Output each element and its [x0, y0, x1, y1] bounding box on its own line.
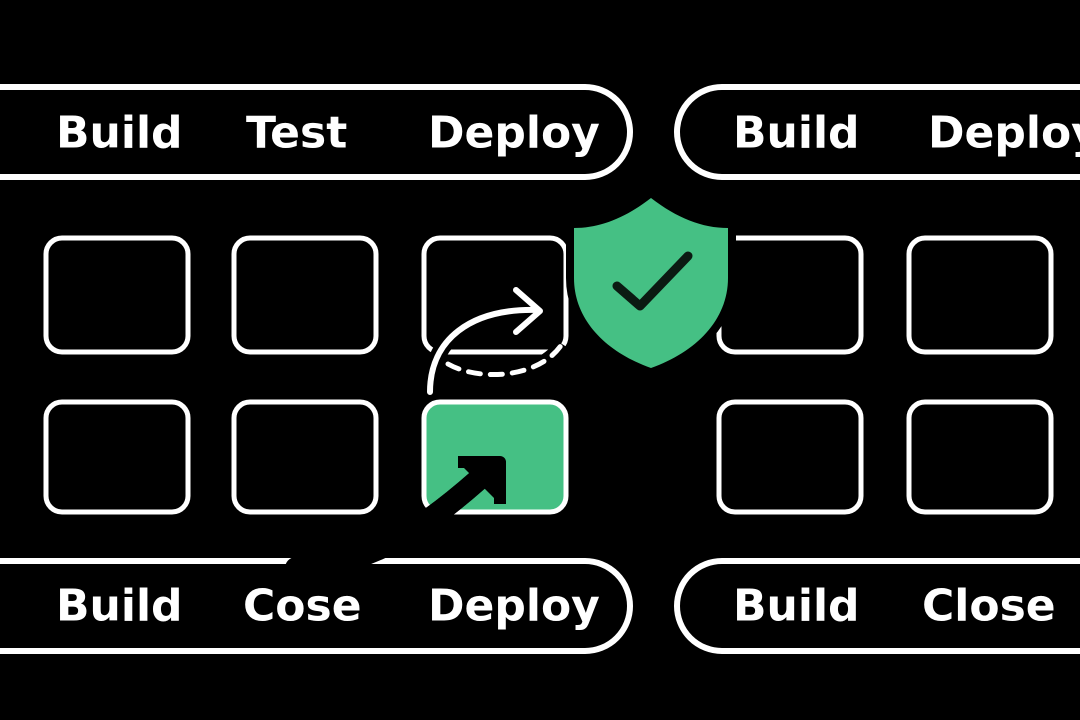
pipeline-top-right: Build Deploy — [674, 84, 1080, 180]
stage-label-cose: Cose — [243, 581, 362, 632]
stage-label-deploy: Deploy — [428, 108, 600, 159]
pipeline-bottom-right: Build Close — [674, 558, 1080, 654]
tile — [43, 235, 191, 355]
tile — [906, 399, 1054, 515]
tile — [716, 399, 864, 515]
pipeline-pill-bottom-left — [0, 558, 633, 654]
tile — [231, 235, 379, 355]
stage-label-close: Close — [922, 581, 1056, 632]
stage-label-build: Build — [733, 108, 860, 159]
pipeline-pill-top-left — [0, 84, 633, 180]
diagonal-arrow-tail — [285, 469, 489, 579]
curved-arrow-icon — [422, 287, 568, 400]
tile — [716, 235, 864, 355]
tile-grid-right — [716, 235, 1054, 515]
pipeline-top-left: Build Test Deploy — [0, 84, 633, 180]
stage-label-build: Build — [733, 581, 860, 632]
stage-label-build: Build — [56, 108, 183, 159]
stage-label-deploy: Deploy — [428, 581, 600, 632]
tile — [421, 235, 569, 355]
stage-label-deploy: Deploy — [928, 108, 1080, 159]
tile — [231, 399, 379, 515]
tile — [43, 399, 191, 515]
pipeline-pill-top-right — [674, 84, 1080, 180]
stage-label-build: Build — [56, 581, 183, 632]
tile — [906, 235, 1054, 355]
shield-check-icon — [566, 190, 736, 376]
pipeline-pill-bottom-right — [674, 558, 1080, 654]
pipeline-bottom-left: Build Cose Deploy — [0, 558, 633, 654]
stage-label-test: Test — [246, 108, 347, 159]
